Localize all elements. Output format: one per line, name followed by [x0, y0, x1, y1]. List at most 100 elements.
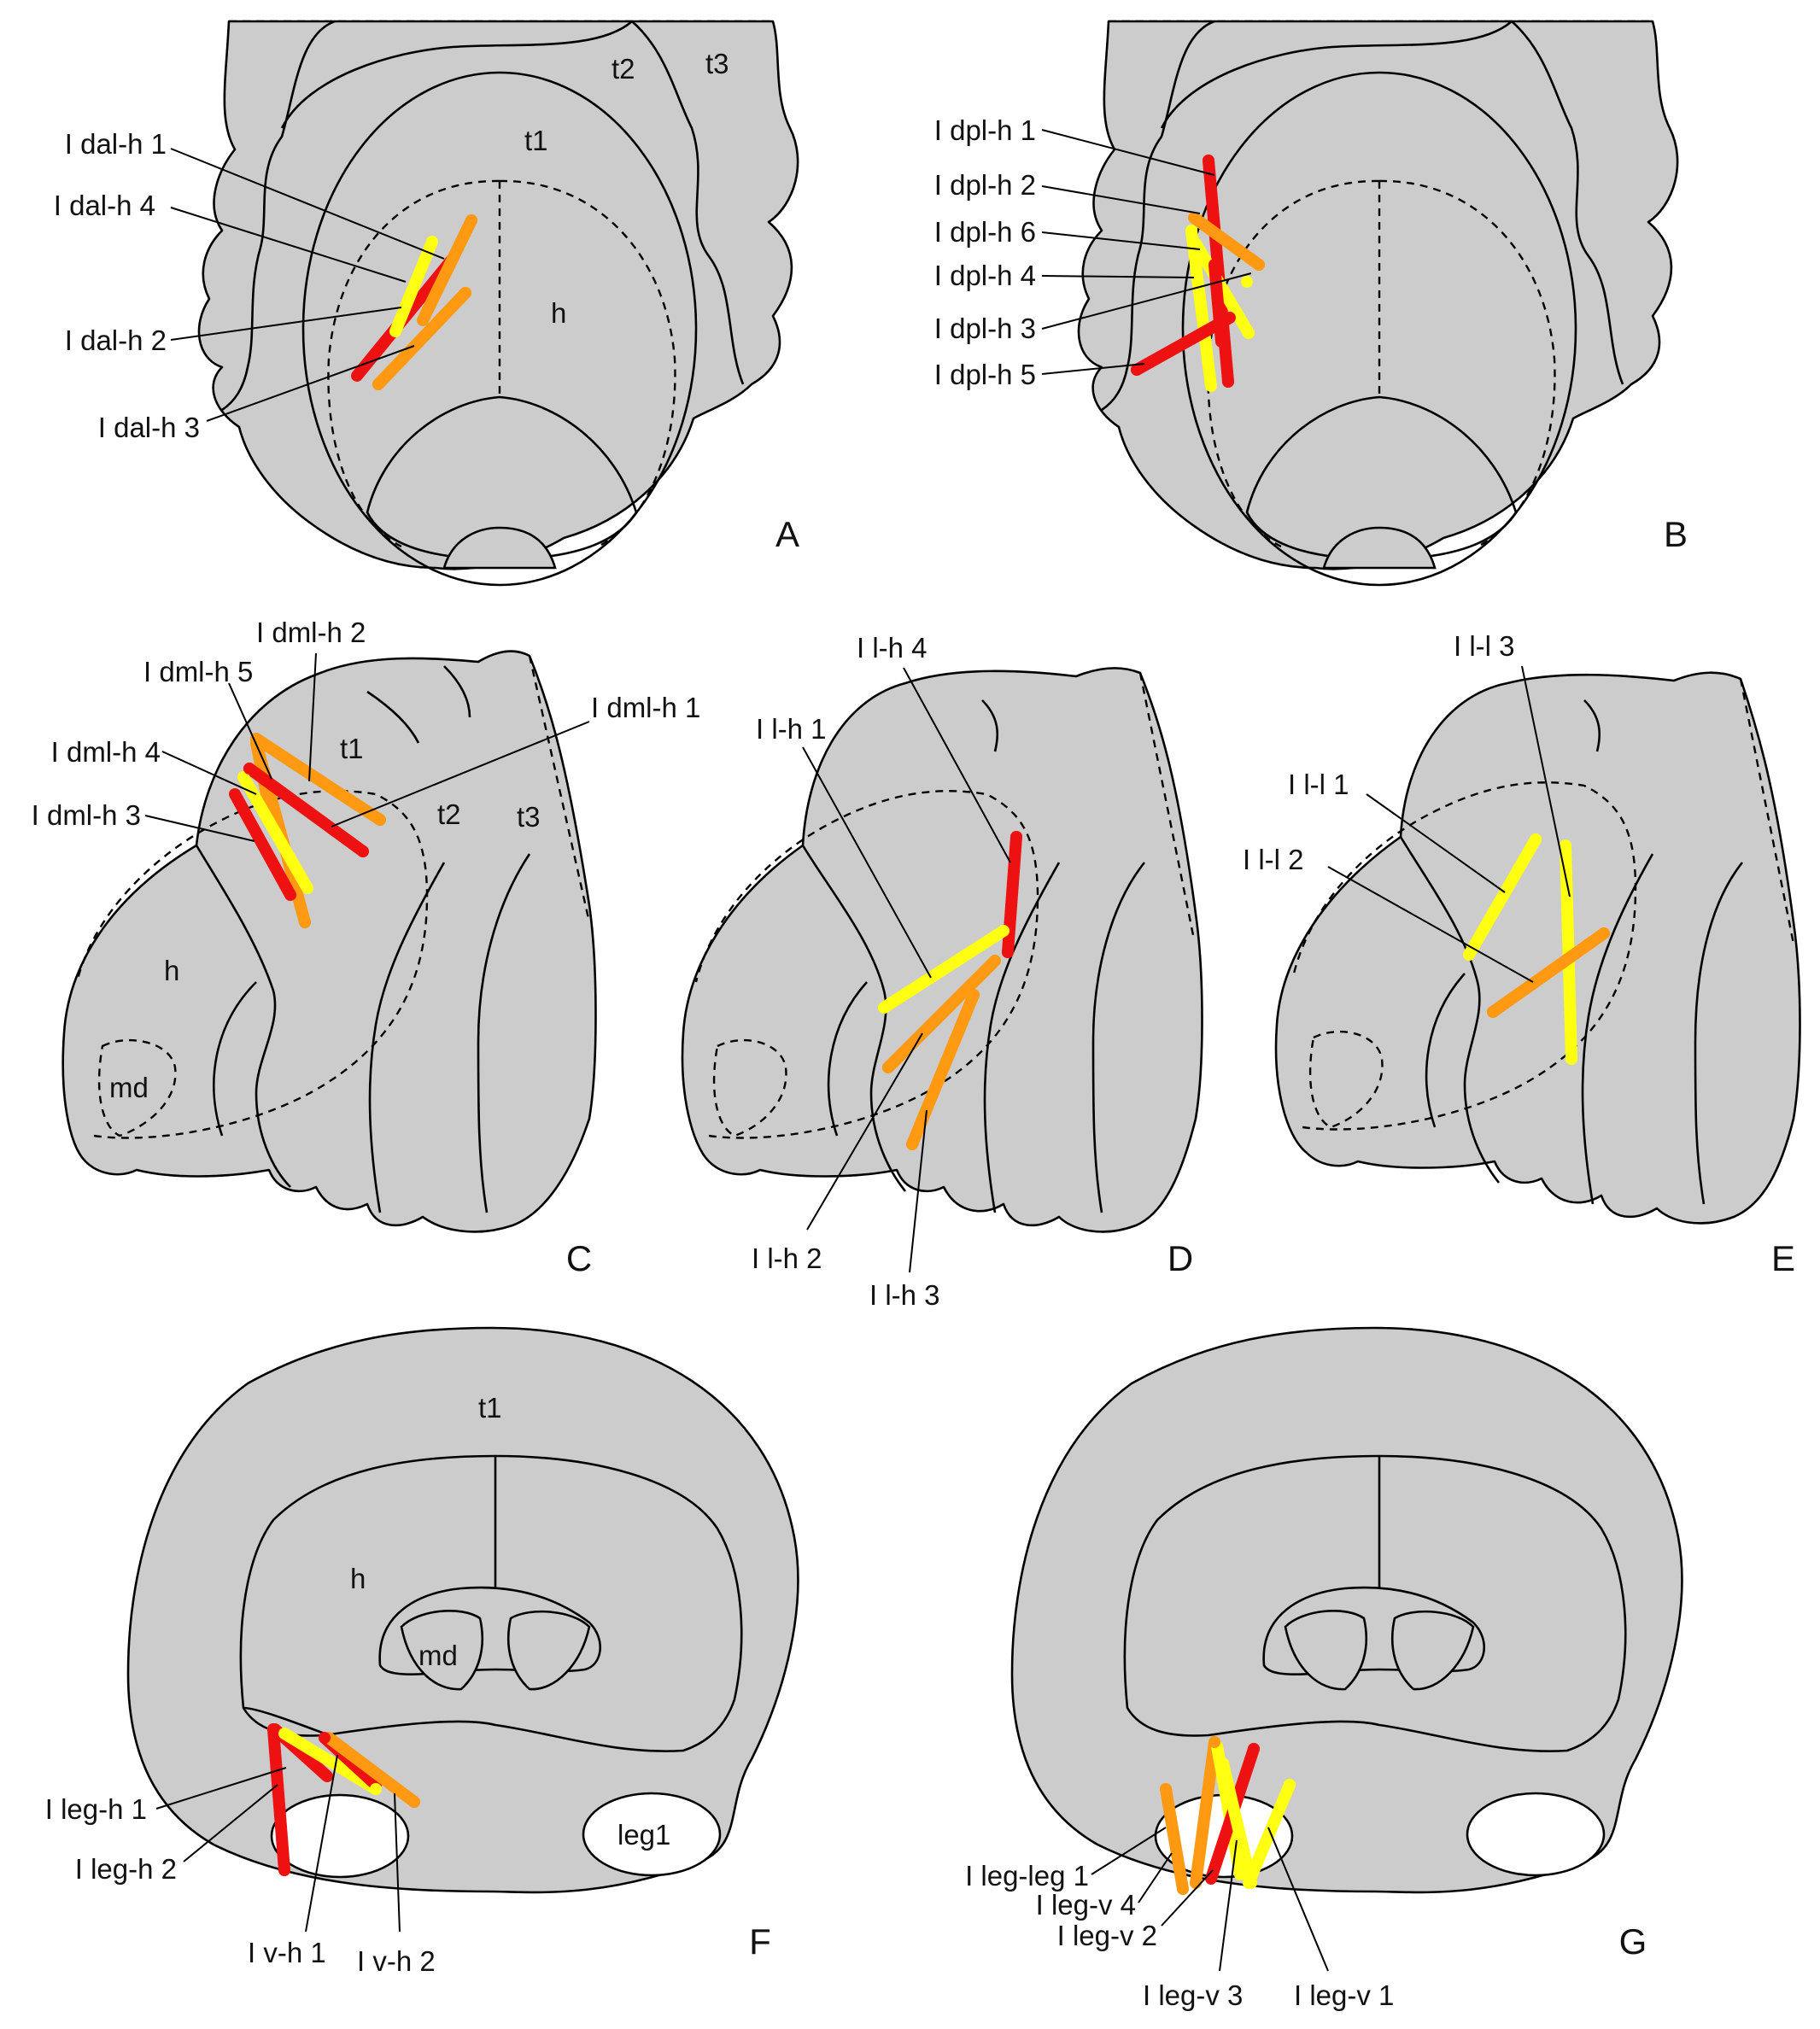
leader-line — [1219, 1839, 1238, 1972]
segment-boundary — [1425, 973, 1466, 1128]
muscle-label-i-l-l-1: I l-l 1 — [1288, 769, 1349, 800]
segment-boundary — [443, 665, 471, 718]
muscle-end-dot — [1598, 927, 1610, 939]
muscle-label-i-l-h-4: I l-h 4 — [857, 632, 928, 664]
muscle-i-dpl-h-2 — [1188, 212, 1265, 271]
region-label-t1: t1 — [340, 733, 364, 764]
leader-line — [228, 682, 272, 780]
muscle-label-i-dal-h-3: I dal-h 3 — [98, 412, 200, 443]
leader-line — [331, 721, 590, 827]
panel-f: t1 h md leg1 I leg-h 1 I leg-h 2 I v-h 1… — [45, 1326, 799, 1977]
muscle-i-dml-h-3 — [229, 788, 296, 901]
muscle-end-dot — [267, 1723, 279, 1735]
muscle-label-i-dpl-h-6: I dpl-h 6 — [934, 216, 1036, 248]
muscle-label-i-l-l-2: I l-l 2 — [1243, 844, 1304, 875]
panel-d: I l-h 4 I l-h 1 I l-h 2 I l-h 3 D — [681, 632, 1203, 1311]
segment-boundary — [631, 20, 745, 385]
panel-letter-e: E — [1771, 1238, 1795, 1278]
region-label-md: md — [109, 1072, 149, 1103]
t1-outline — [301, 71, 698, 587]
ventral-outline — [1010, 1326, 1683, 1894]
muscle-end-dot — [1002, 946, 1014, 958]
muscle-i-leg-h-1 — [267, 1723, 290, 1876]
muscle-end-dot — [1241, 276, 1253, 288]
leader-line — [170, 307, 402, 341]
leader-line — [1327, 866, 1534, 983]
segment-boundary — [1581, 853, 1654, 1205]
cut-line — [1739, 678, 1795, 944]
muscle-i-l-h-2 — [882, 955, 1001, 1073]
leader-line — [1267, 1827, 1329, 1972]
panel-e: I l-l 3 I l-l 1 I l-l 2 E — [1243, 630, 1801, 1278]
segment-boundary — [195, 845, 291, 1188]
muscle-label-i-leg-leg-1: I leg-leg 1 — [965, 1860, 1089, 1892]
muscle-i-dml-h-1 — [243, 763, 369, 857]
region-label-h: h — [164, 955, 179, 986]
muscle-label-i-leg-v-2: I leg-v 2 — [1057, 1920, 1157, 1951]
muscle-end-dot — [370, 1783, 382, 1795]
muscle-end-dot — [1222, 376, 1234, 388]
muscle-label-i-leg-v-1: I leg-v 1 — [1294, 1979, 1394, 2011]
region-label-t3: t3 — [705, 48, 729, 79]
muscle-label-i-dpl-h-3: I dpl-h 3 — [934, 313, 1036, 344]
region-label-t2: t2 — [437, 798, 461, 830]
leader-line — [1041, 231, 1201, 250]
muscle-label-i-dpl-h-4: I dpl-h 4 — [934, 260, 1036, 291]
muscle-end-dot — [357, 845, 369, 857]
cut-line — [1138, 672, 1196, 940]
leader-line — [170, 148, 445, 260]
segment-boundary — [827, 981, 868, 1137]
mandible-left-outline — [1284, 1610, 1368, 1691]
muscle-label-i-l-h-1: I l-h 1 — [756, 713, 827, 745]
head-boundary — [1292, 781, 1637, 1131]
muscle-end-dot — [1245, 1877, 1257, 1889]
segment-boundary — [1694, 862, 1744, 1205]
segment-boundary — [1091, 862, 1146, 1213]
head-boundary — [694, 790, 1039, 1139]
leader-line — [161, 751, 257, 795]
head-outline — [197, 20, 799, 570]
muscle-i-v-h-2 — [323, 1732, 420, 1808]
segment-boundary — [280, 20, 633, 129]
leg-socket-left — [270, 1793, 410, 1879]
muscle-i-dpl-h-4 — [1185, 225, 1217, 392]
leader-line — [903, 667, 1011, 863]
segment-boundary — [221, 20, 336, 412]
segment-boundary — [801, 845, 907, 1192]
leader-line — [144, 815, 255, 842]
region-label-leg1: leg1 — [617, 1819, 670, 1851]
muscle-end-dot — [1131, 364, 1143, 376]
leader-line — [155, 1767, 287, 1810]
leader-line — [170, 207, 407, 283]
panel-b: I dpl-h 1 I dpl-h 2 I dpl-h 6 I dpl-h 4 … — [934, 20, 1688, 587]
muscle-i-dpl-h-5 — [1131, 312, 1236, 376]
head-boundary — [1207, 179, 1556, 548]
leader-line — [1138, 1852, 1173, 1903]
segment-boundary — [477, 853, 531, 1213]
muscle-label-i-dal-h-4: I dal-h 4 — [54, 190, 155, 221]
muscle-label-i-l-h-3: I l-h 3 — [869, 1279, 940, 1311]
muscle-label-i-dml-h-3: I dml-h 3 — [32, 799, 141, 831]
region-label-t1: t1 — [524, 125, 548, 156]
muscle-label-i-leg-v-3: I leg-v 3 — [1143, 1979, 1243, 2011]
mouth-outline — [442, 526, 557, 570]
cut-line — [528, 655, 591, 923]
muscle-label-i-dml-h-2: I dml-h 2 — [256, 617, 366, 648]
panel-letter-b: B — [1664, 514, 1688, 554]
panel-letter-c: C — [566, 1238, 592, 1278]
muscle-i-leg-v-3 — [1217, 1757, 1257, 1889]
muscle-end-dot — [1487, 1006, 1499, 1018]
leader-line — [394, 1792, 401, 1933]
muscle-end-dot — [1208, 1736, 1220, 1748]
muscle-end-dot — [374, 814, 386, 826]
muscle-i-l-h-3 — [906, 989, 980, 1150]
segment-boundary — [368, 862, 446, 1213]
labium-line — [243, 1706, 325, 1735]
muscle-end-dot — [882, 1061, 894, 1073]
muscle-end-dot — [1243, 327, 1255, 339]
leader-line — [1041, 275, 1195, 278]
muscle-end-dot — [1248, 1743, 1260, 1755]
muscle-i-dml-h-2 — [250, 733, 386, 826]
leader-line — [1091, 1827, 1167, 1875]
mouth-outline — [1322, 526, 1437, 570]
